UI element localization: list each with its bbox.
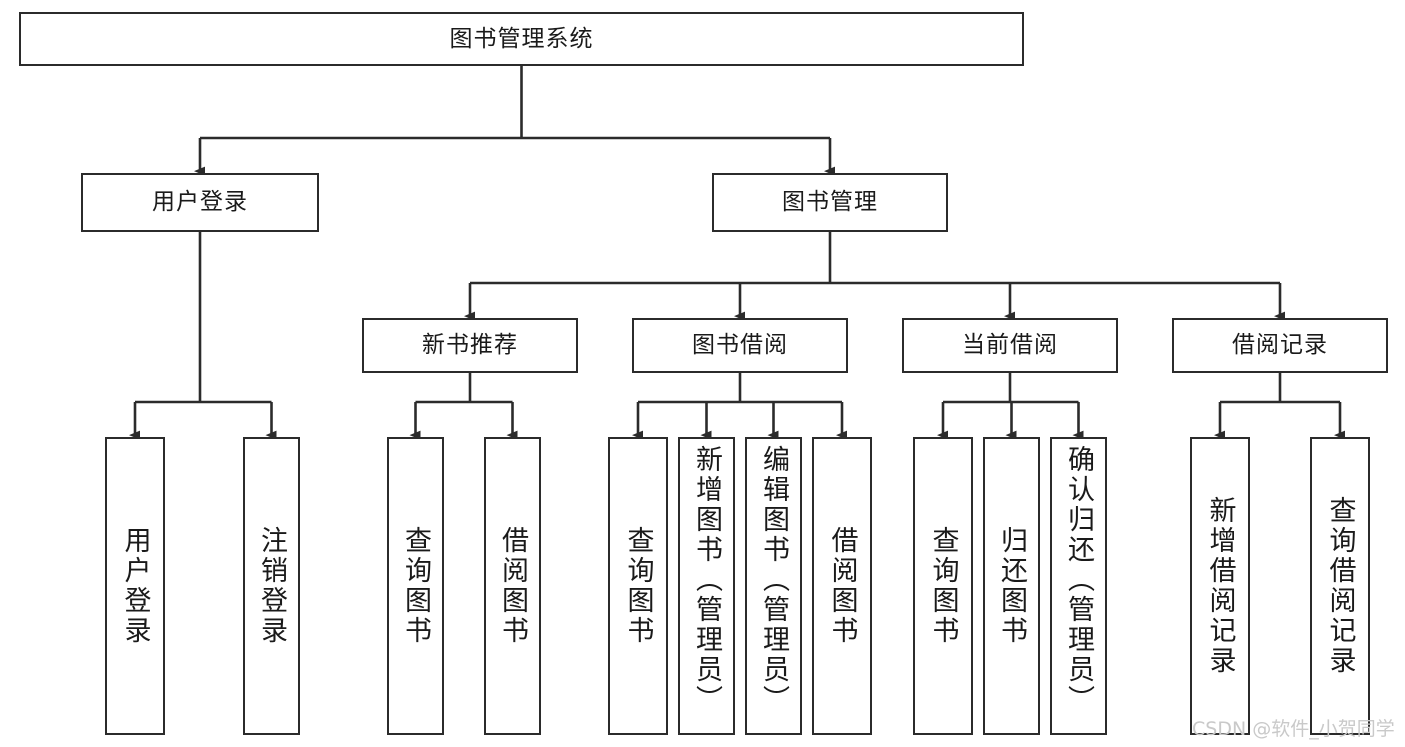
node-leaf6[interactable]: 新增图书（管理员）	[678, 437, 735, 735]
node-label: 查询图书	[400, 526, 431, 646]
node-label: 注销登录	[256, 526, 287, 646]
node-newbooks[interactable]: 新书推荐	[362, 318, 578, 373]
node-label: 图书借阅	[692, 332, 788, 359]
node-label: 归还图书	[996, 526, 1027, 646]
node-leaf13[interactable]: 查询借阅记录	[1310, 437, 1370, 735]
node-records[interactable]: 借阅记录	[1172, 318, 1388, 373]
node-label: 当前借阅	[962, 332, 1058, 359]
node-label: 用户登录	[152, 189, 248, 216]
node-label: 编辑图书（管理员）	[758, 445, 789, 715]
node-label: 借阅图书	[826, 526, 858, 646]
node-leaf2[interactable]: 注销登录	[243, 437, 300, 735]
node-label: 确认归还（管理员）	[1063, 445, 1094, 715]
node-leaf10[interactable]: 归还图书	[983, 437, 1040, 735]
node-leaf11[interactable]: 确认归还（管理员）	[1050, 437, 1107, 735]
node-label: 借阅记录	[1232, 332, 1328, 359]
node-current[interactable]: 当前借阅	[902, 318, 1118, 373]
node-label: 借阅图书	[497, 526, 528, 646]
node-label: 用户登录	[119, 526, 151, 646]
node-label: 图书管理	[782, 189, 878, 216]
node-label: 查询借阅记录	[1324, 496, 1356, 676]
node-leaf8[interactable]: 借阅图书	[812, 437, 872, 735]
node-leaf4[interactable]: 借阅图书	[484, 437, 541, 735]
node-bookmgmt[interactable]: 图书管理	[712, 173, 948, 232]
node-borrow[interactable]: 图书借阅	[632, 318, 848, 373]
node-label: 新书推荐	[422, 332, 518, 359]
node-label: 新增图书（管理员）	[691, 445, 722, 715]
node-root[interactable]: 图书管理系统	[19, 12, 1024, 66]
node-label: 查询图书	[927, 526, 959, 646]
node-leaf3[interactable]: 查询图书	[387, 437, 444, 735]
node-leaf9[interactable]: 查询图书	[913, 437, 973, 735]
node-label: 图书管理系统	[449, 25, 594, 52]
node-leaf5[interactable]: 查询图书	[608, 437, 668, 735]
node-leaf7[interactable]: 编辑图书（管理员）	[745, 437, 802, 735]
node-label: 查询图书	[622, 526, 654, 646]
node-label: 新增借阅记录	[1204, 496, 1236, 676]
node-leaf12[interactable]: 新增借阅记录	[1190, 437, 1250, 735]
watermark-label: CSDN @软件_小贺同学	[1192, 718, 1395, 740]
node-leaf1[interactable]: 用户登录	[105, 437, 165, 735]
node-login[interactable]: 用户登录	[81, 173, 319, 232]
